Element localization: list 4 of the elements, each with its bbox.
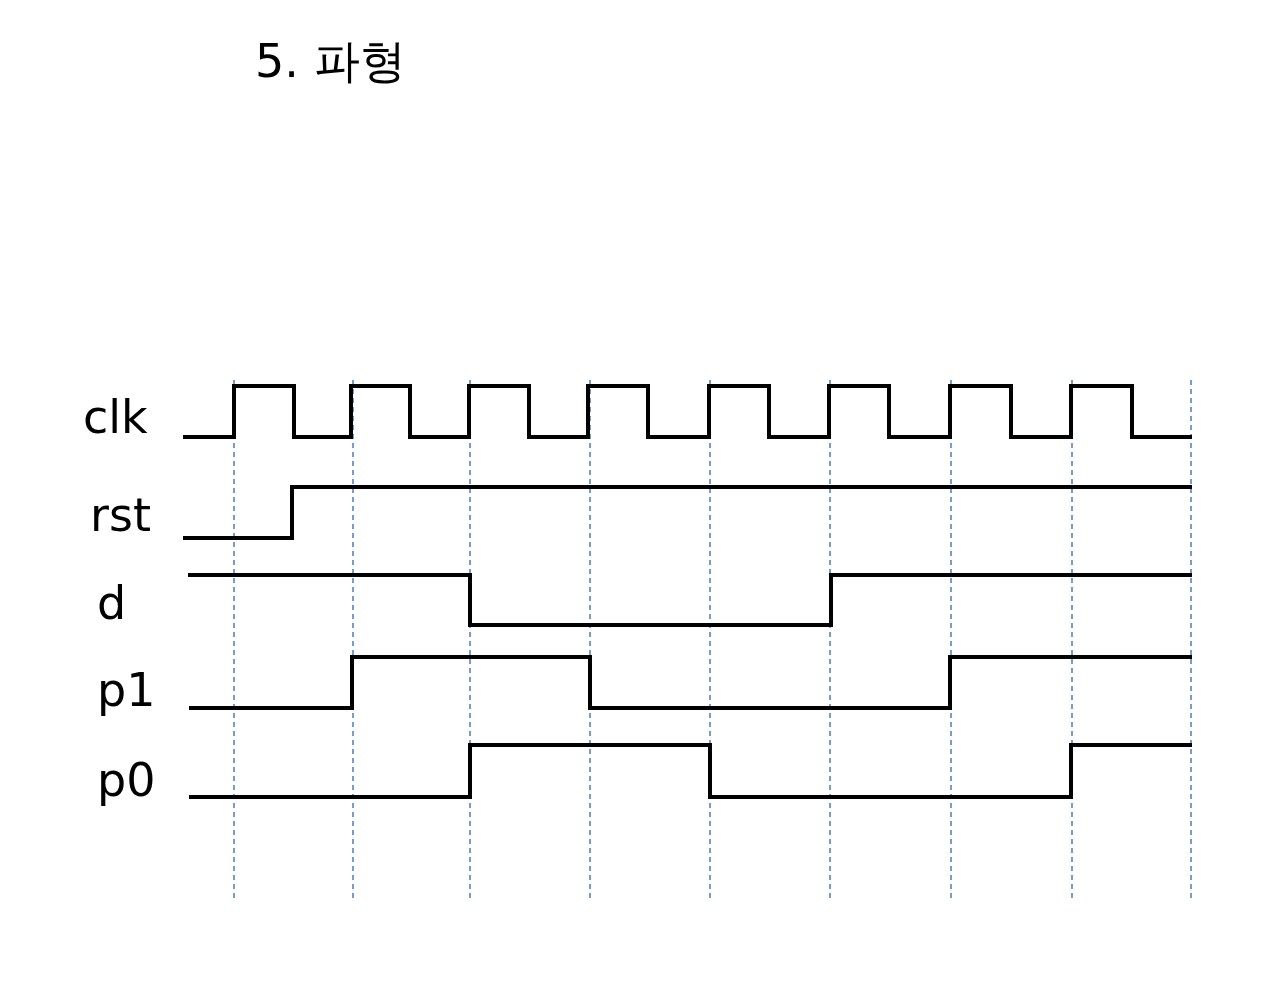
title: 5. 파형 [255,38,406,84]
signal-label: clk [83,394,148,440]
signal-label: rst [90,492,151,538]
signal-label: d [97,580,127,626]
